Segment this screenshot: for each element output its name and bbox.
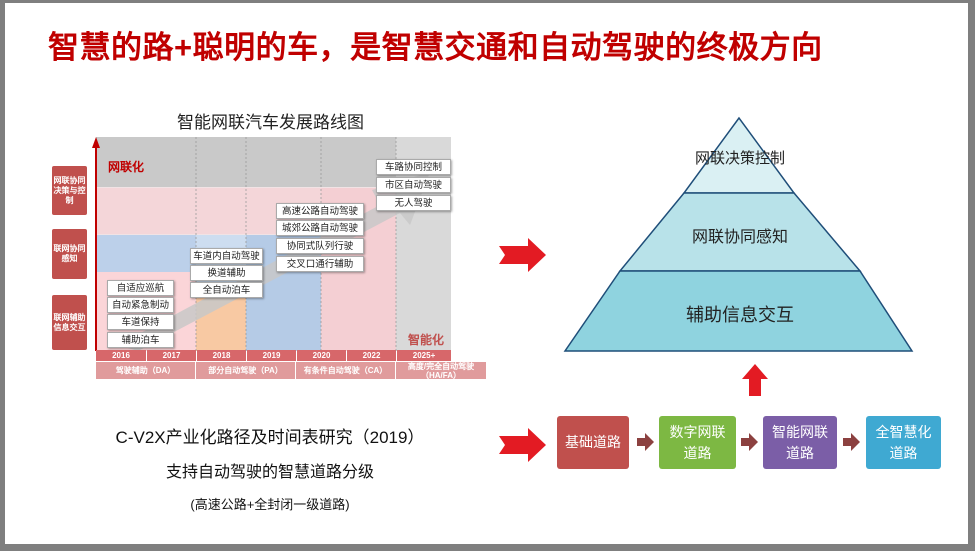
chain-step-digital: 数字网联道路 xyxy=(659,416,736,469)
stage-label: 高度/完全自动驾驶（HA/FA） xyxy=(396,362,486,380)
stage-label: 驾驶辅助（DA） xyxy=(96,362,195,379)
slide-title: 智慧的路+聪明的车，是智慧交通和自动驾驶的终极方向 xyxy=(48,30,823,65)
level-label-decision: 网联协同决策与控制 xyxy=(52,166,87,215)
year-label: 2016 xyxy=(96,350,146,361)
stage-label: 部分自动驾驶（PA） xyxy=(196,362,295,379)
pyramid-level-top: 网联决策控制 xyxy=(694,150,785,167)
chain-step-intelligent: 智能网联道路 xyxy=(763,416,837,469)
function-box: 自适应巡航 xyxy=(107,280,174,296)
function-box: 市区自动驾驶 xyxy=(376,177,451,193)
function-box: 交叉口通行辅助 xyxy=(276,256,364,272)
function-box: 协同式队列行驶 xyxy=(276,238,364,254)
pyramid-level-bottom: 辅助信息交互 xyxy=(686,305,794,325)
chain-step-basic: 基础道路 xyxy=(557,416,629,469)
chain-step-smart: 全智慧化道路 xyxy=(866,416,941,469)
chain-arrow-icon xyxy=(843,433,860,451)
pyramid-bottom xyxy=(563,270,914,352)
year-label: 2018 xyxy=(197,350,246,361)
roadmap-title: 智能网联汽车发展路线图 xyxy=(177,113,364,132)
function-box: 高速公路自动驾驶 xyxy=(276,203,364,219)
caption-source: C-V2X产业化路径及时间表研究（2019） xyxy=(115,428,425,447)
function-box: 车道内自动驾驶 xyxy=(190,248,263,264)
year-label: 2020 xyxy=(297,350,346,361)
year-label: 2019 xyxy=(247,350,296,361)
up-arrow-icon xyxy=(742,364,768,396)
function-box: 自动紧急制动 xyxy=(107,297,174,313)
arrow-to-pyramid-icon xyxy=(499,238,546,272)
function-box: 全自动泊车 xyxy=(190,282,263,298)
pyramid-level-mid: 网联协同感知 xyxy=(691,229,788,246)
function-box: 车路协同控制 xyxy=(376,159,451,175)
function-box: 无人驾驶 xyxy=(376,195,451,211)
stage-label: 有条件自动驾驶（CA） xyxy=(296,362,395,379)
function-box: 辅助泊车 xyxy=(107,332,174,348)
caption-subtitle: 支持自动驾驶的智慧道路分级 xyxy=(165,464,374,481)
function-box: 车道保持 xyxy=(107,314,174,330)
chain-arrow-icon xyxy=(741,433,758,451)
function-box: 城郊公路自动驾驶 xyxy=(276,220,364,236)
level-label-perception: 联网协同感知 xyxy=(52,229,87,279)
year-label: 2022 xyxy=(347,350,396,361)
band-label-intelligent: 智能化 xyxy=(408,333,445,347)
level-label-info: 联网辅助信息交互 xyxy=(52,295,87,350)
arrow-to-chain-icon xyxy=(499,428,546,462)
band-label-connected: 网联化 xyxy=(108,160,145,174)
year-label: 2025+ xyxy=(397,350,451,361)
function-box: 换道辅助 xyxy=(190,265,263,281)
chain-arrow-icon xyxy=(637,433,654,451)
caption-note: (高速公路+全封闭一级道路) xyxy=(190,497,350,512)
year-label: 2017 xyxy=(147,350,196,361)
